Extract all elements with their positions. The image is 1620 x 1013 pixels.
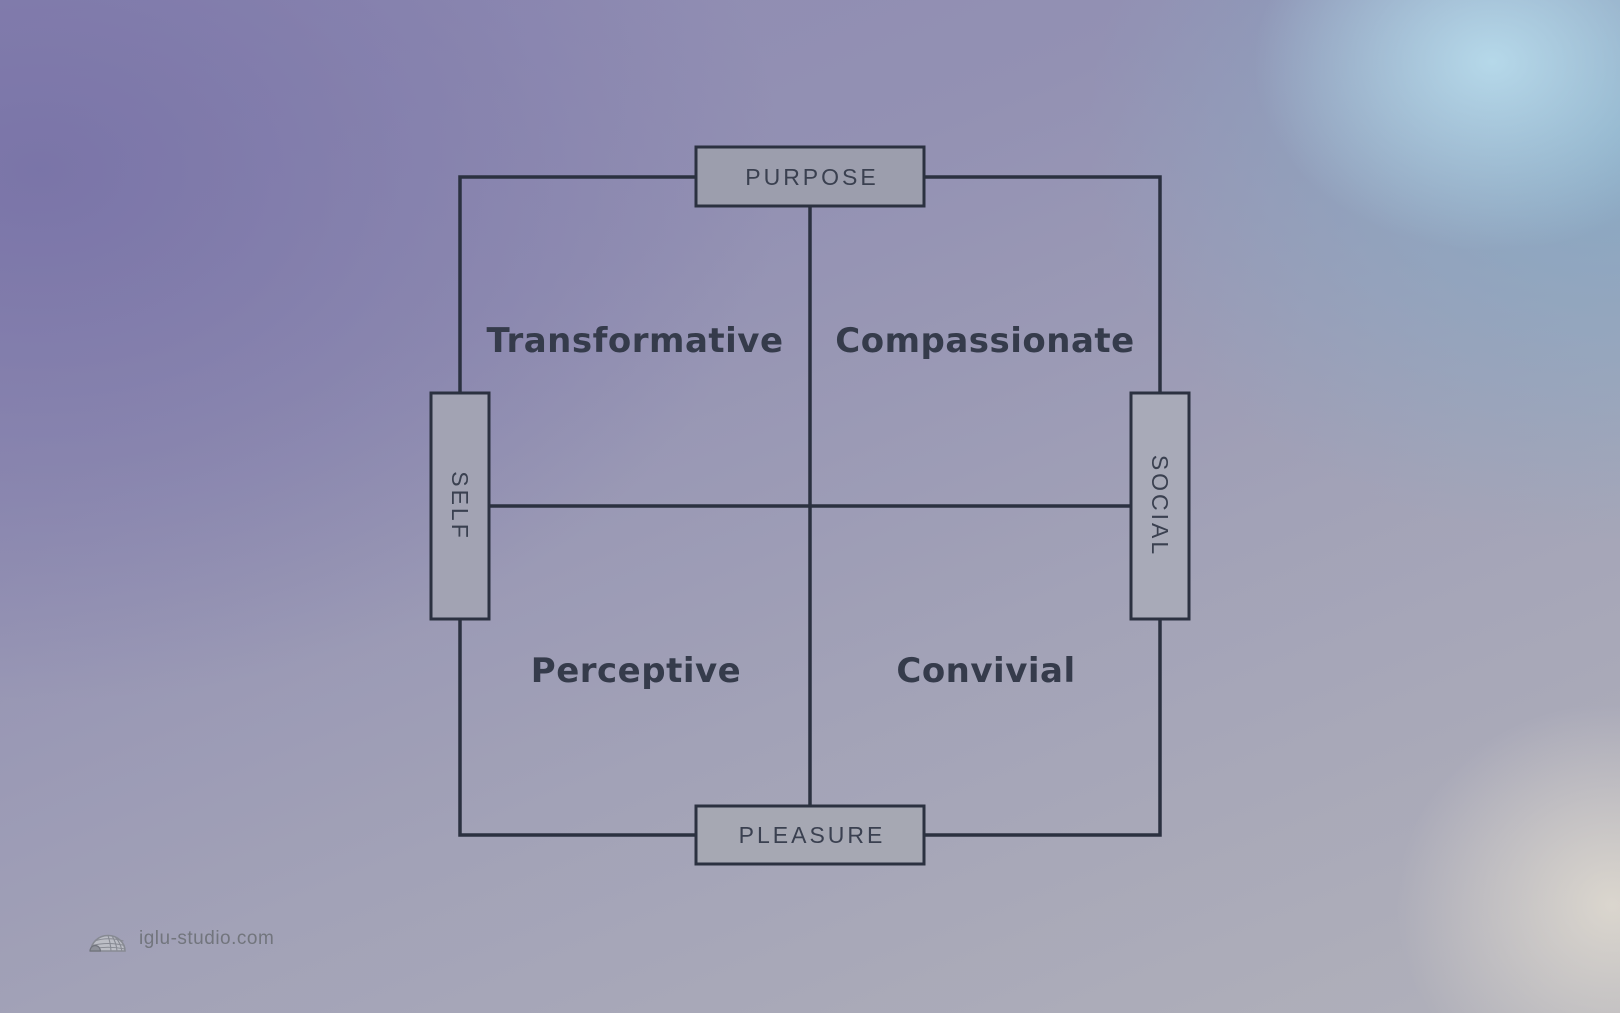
quadrant-label-bottom-left: Perceptive [531, 651, 741, 691]
igloo-icon [89, 934, 126, 952]
brand-watermark: iglu-studio.com [88, 924, 274, 954]
axis-box-top: PURPOSE [694, 145, 926, 208]
quadrant-label-top-left: Transformative [486, 321, 783, 361]
quadrant-label-bottom-right: Convivial [896, 651, 1075, 691]
axis-box-bottom-rect [694, 804, 926, 866]
axis-box-left-rect [429, 391, 491, 621]
axis-label-top: PURPOSE [745, 164, 878, 190]
axis-box-right-rect [1129, 391, 1191, 621]
brand-text: iglu-studio.com [139, 928, 275, 949]
axis-label-bottom: PLEASURE [739, 822, 886, 848]
axis-label-right: SOCIAL [1147, 455, 1173, 557]
axis-label-left: SELF [447, 471, 473, 541]
axis-box-top-rect [694, 145, 926, 208]
quadrant-label-top-right: Compassionate [835, 321, 1134, 361]
axis-box-bottom: PLEASURE [694, 804, 926, 866]
axis-box-right: SOCIAL [1129, 391, 1191, 621]
axis-box-left: SELF [429, 391, 491, 621]
